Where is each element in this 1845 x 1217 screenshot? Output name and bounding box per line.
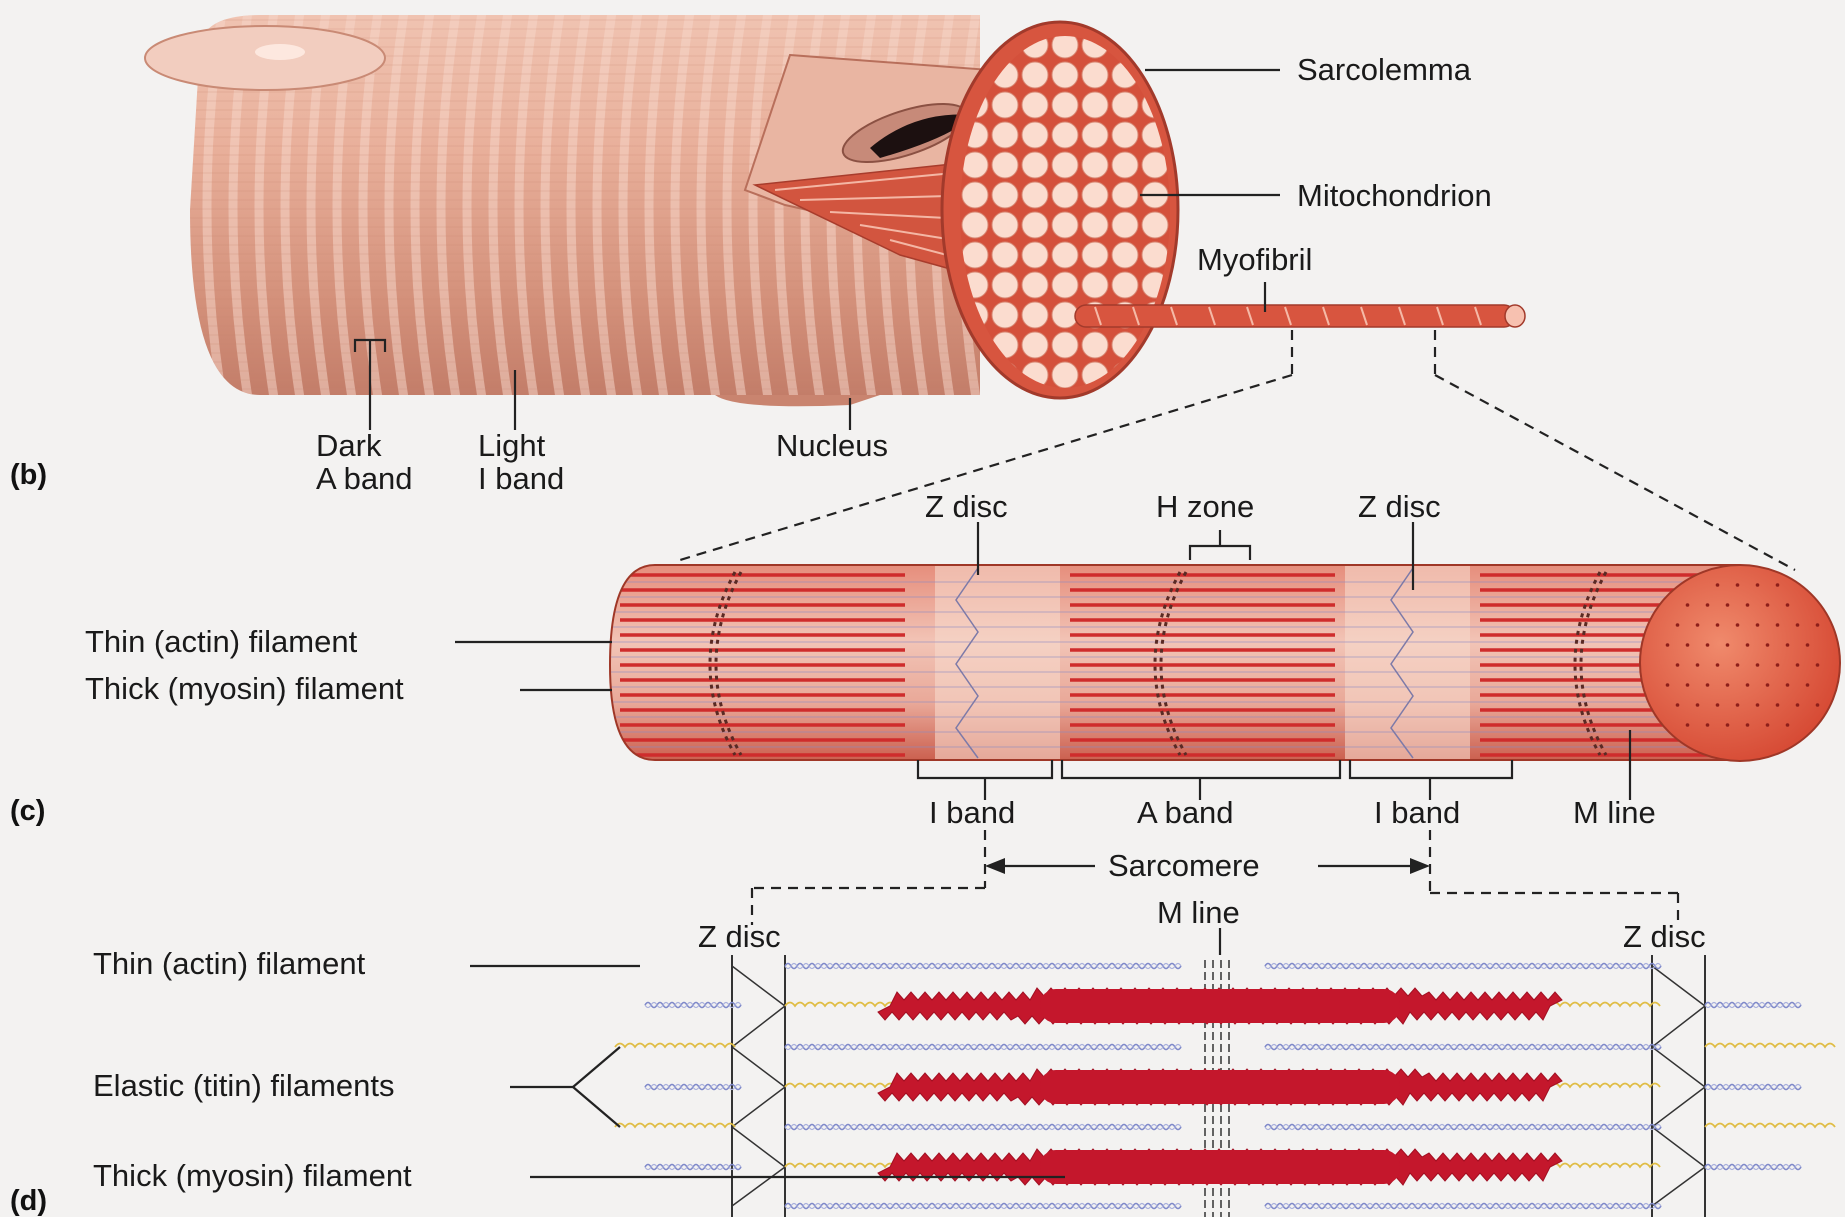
elastic-filaments-label: Elastic (titin) filaments: [93, 1068, 394, 1103]
myofibril-illustration: [600, 560, 1840, 765]
light-i-band-label-line2: I band: [478, 461, 564, 496]
i-band-left-label: I band: [929, 795, 1015, 830]
a-band-label: A band: [1137, 795, 1234, 830]
nucleus-label: Nucleus: [776, 428, 888, 463]
z-disc-left-label-c: Z disc: [925, 489, 1008, 524]
light-i-band-label-line1: Light: [478, 428, 546, 463]
h-zone-label: H zone: [1156, 489, 1254, 524]
sarcolemma-label: Sarcolemma: [1297, 52, 1472, 87]
myofibril-rod: [1075, 305, 1515, 327]
sarcomere-label: Sarcomere: [1108, 848, 1260, 883]
myofibril-end-face: [1640, 565, 1840, 761]
nucleus-bottom-bulge: [715, 395, 880, 406]
z-disc-right-label-c: Z disc: [1358, 489, 1441, 524]
dark-a-band-label-line1: Dark: [316, 428, 382, 463]
mitochondrion-label: Mitochondrion: [1297, 178, 1492, 213]
panel-c-label: (c): [10, 795, 45, 827]
panel-d-label: (d): [10, 1185, 47, 1217]
m-line-label-d: M line: [1157, 895, 1240, 930]
z-disc-left-label-d: Z disc: [698, 919, 781, 954]
thick-filament-label-d: Thick (myosin) filament: [93, 1158, 412, 1193]
z-disc-right-label-d: Z disc: [1623, 919, 1706, 954]
dark-a-band-label-line2: A band: [316, 461, 413, 496]
thin-filament-label-d: Thin (actin) filament: [93, 946, 366, 981]
m-line-label-c: M line: [1573, 795, 1656, 830]
myofibril-label: Myofibril: [1197, 242, 1312, 277]
panel-b-label: (b): [10, 459, 47, 491]
thin-filament-label-c: Thin (actin) filament: [85, 624, 358, 659]
thick-filament-label-c: Thick (myosin) filament: [85, 671, 404, 706]
i-band-right-label: I band: [1374, 795, 1460, 830]
